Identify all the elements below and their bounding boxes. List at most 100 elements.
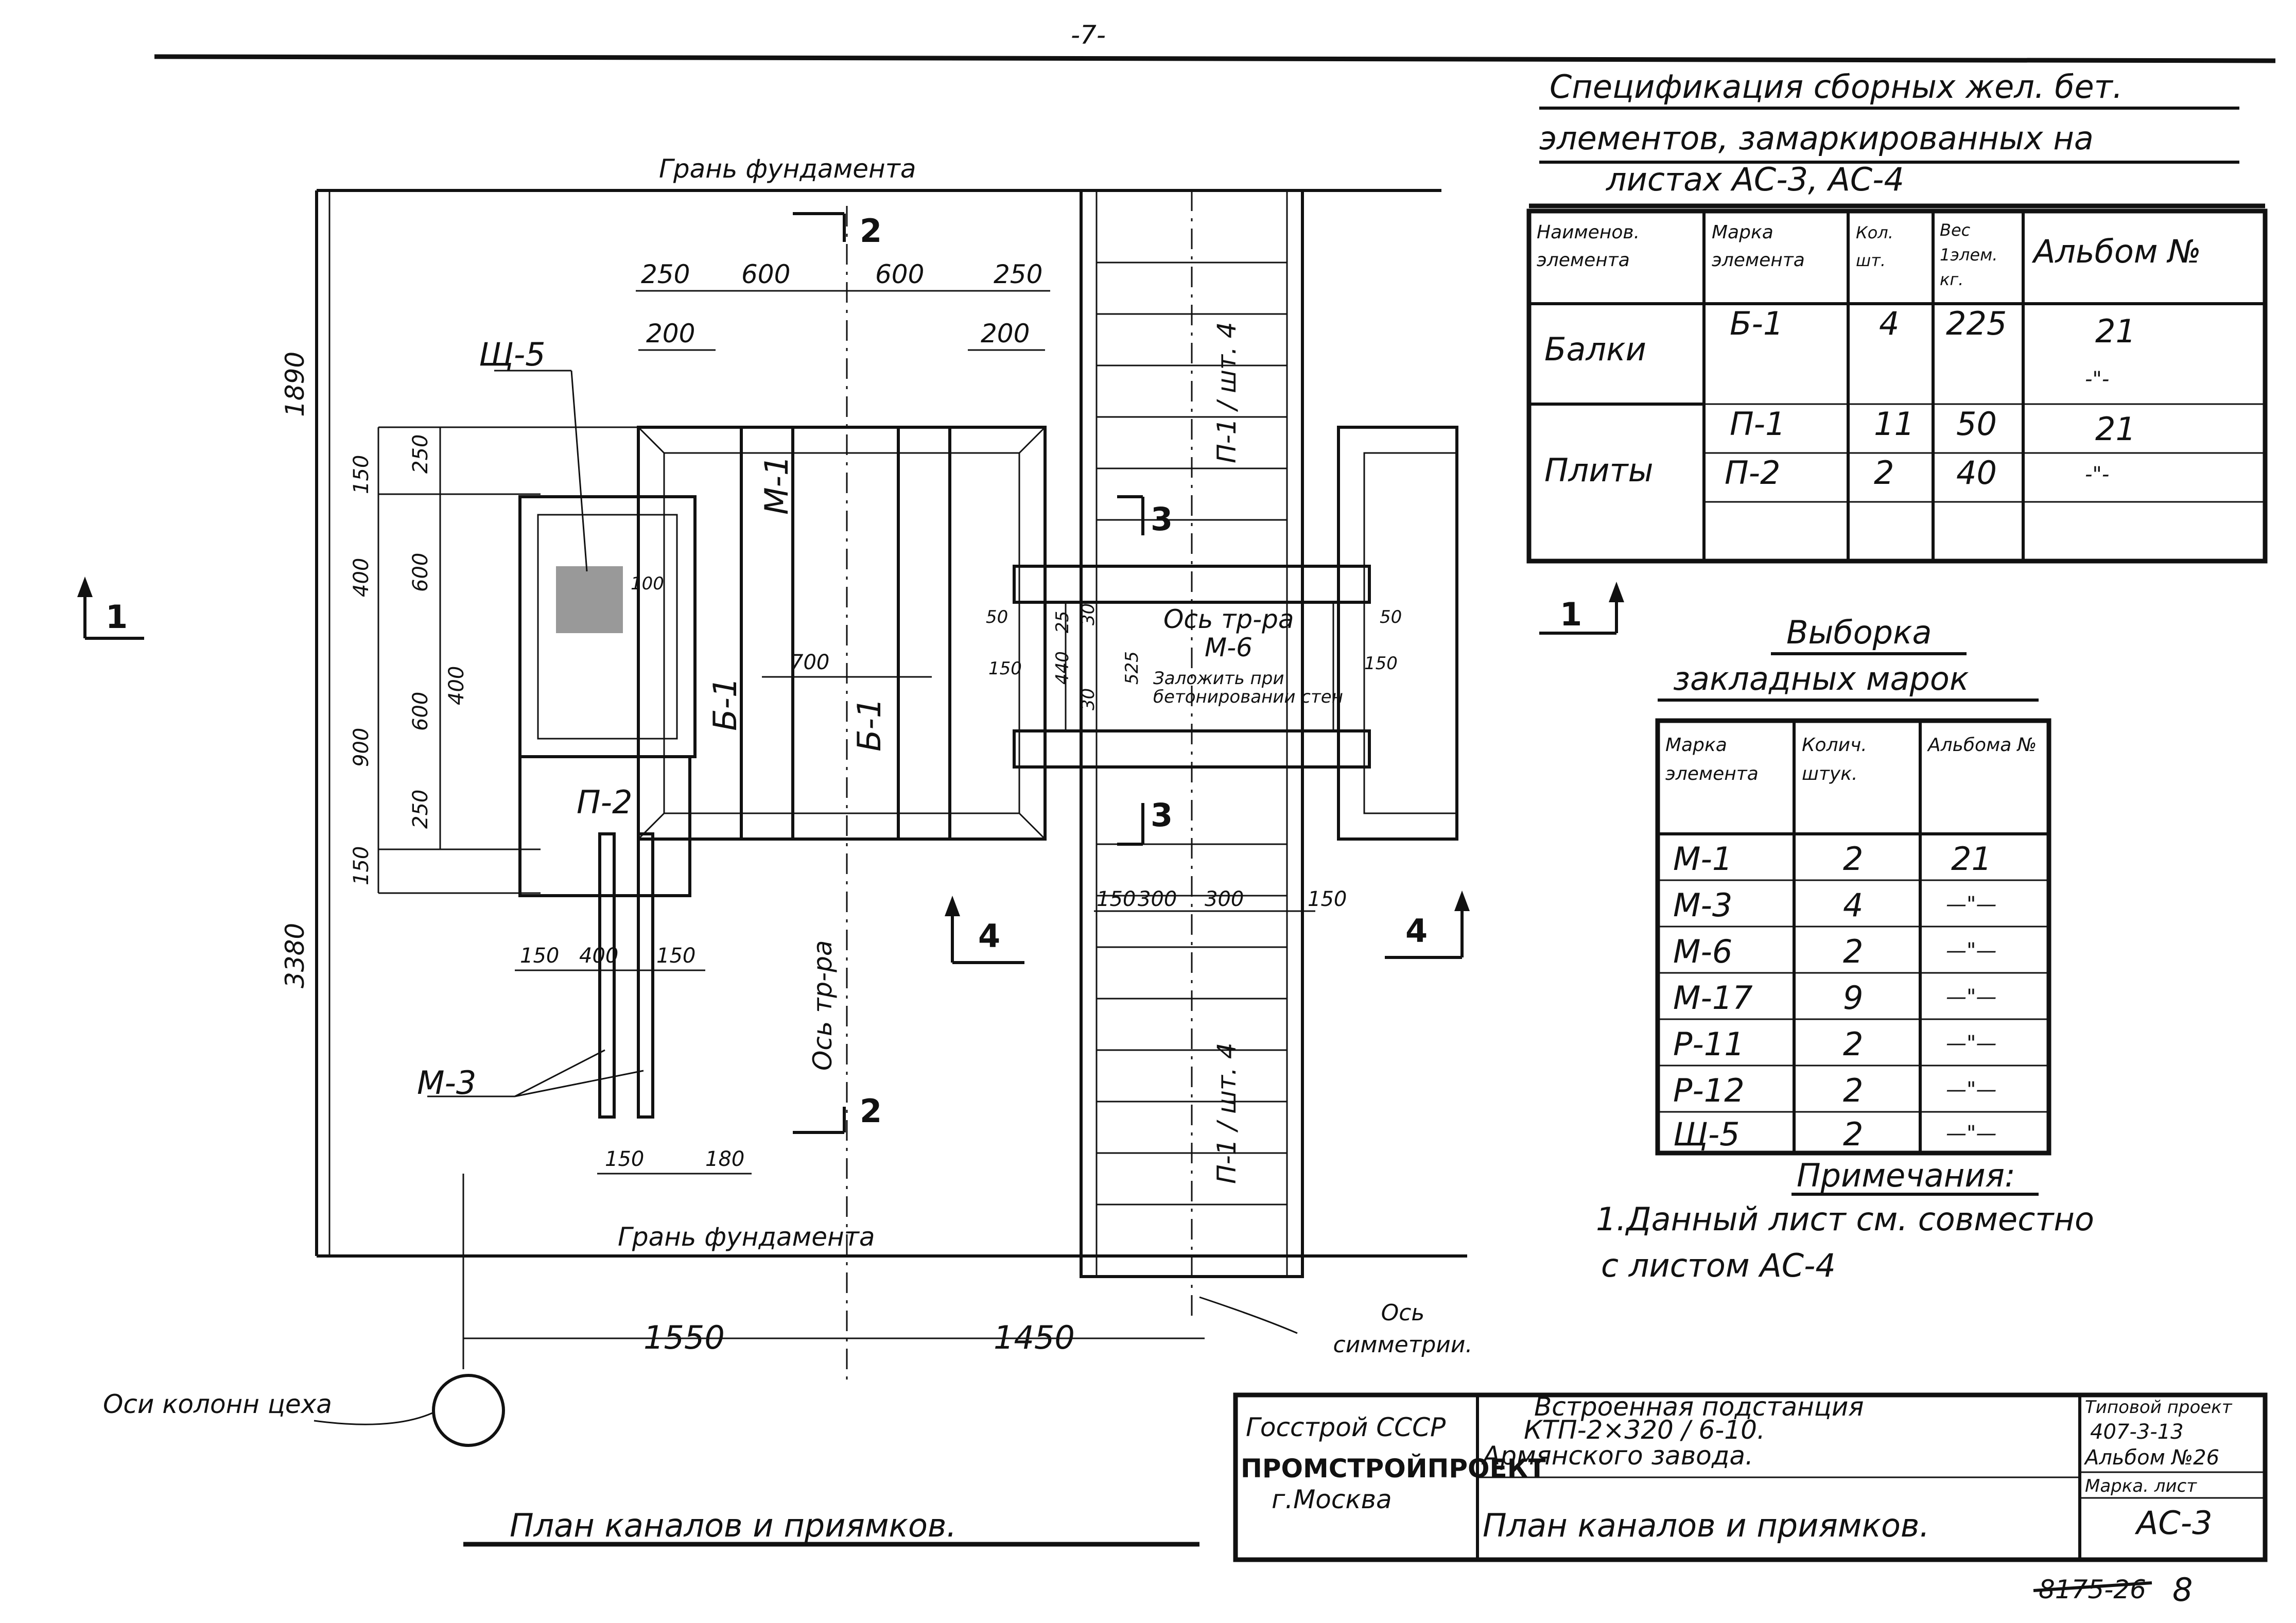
notes-title: Примечания: (1797, 1157, 2015, 1194)
m6-note-box: Заложить при бетонировании стен (1153, 669, 1343, 706)
pit-outline (637, 426, 1047, 841)
stamp-mark-label: Марка. лист (2085, 1476, 2197, 1496)
spec-header-mark: Марка элемента (1712, 222, 1805, 271)
dim-m6-4: 30 (1078, 688, 1099, 710)
stamp-type-project: Типовой проект (2085, 1397, 2233, 1418)
spec-table: Спецификация сборных жел. бет. элементов… (1526, 68, 2268, 564)
emb-head-mark: Марка элемента (1665, 735, 1759, 784)
dim-axes-0: 1550 (643, 1319, 725, 1356)
emb-row2-mark: М-6 (1673, 933, 1732, 970)
spec-row2-name: Плиты (1544, 451, 1654, 489)
stamp-project1: Встроенная подстанция (1534, 1392, 1864, 1422)
stamp-org2: ПРОМСТРОЙПРОЕКТ (1241, 1453, 1546, 1484)
emb-row1-qty: 4 (1843, 886, 1863, 924)
emb-head-album: Альбома № (1928, 735, 2037, 756)
dim-v-4: 250 (409, 434, 432, 474)
dim-v-6: 600 (409, 692, 432, 731)
spec-row3-qty: 2 (1874, 454, 1894, 492)
spec-row2-weight: 50 (1956, 405, 1997, 443)
pit-corner (1018, 426, 1046, 454)
label-p1-bottom: П-1 / шт. 4 (1212, 1042, 1242, 1184)
stamp-album: Альбом №26 (2083, 1446, 2219, 1470)
label-m6: М-6 (1205, 633, 1253, 662)
spec-row0-weight: 225 (1946, 305, 2007, 342)
axis-symmetry-box: Ось симметрии. (1333, 1300, 1473, 1358)
page-number: -7- (1071, 20, 1106, 50)
section-1-right: 1 (1560, 596, 1582, 633)
panel-hatch (556, 566, 623, 633)
dim-200-right: 200 (981, 319, 1030, 348)
pit-inner (663, 452, 1020, 814)
spec-row2-mark: П-1 (1730, 405, 1785, 443)
embedded-header-album: Альбома № (1928, 735, 2037, 756)
dim-100: 100 (631, 573, 664, 594)
emb-head-qty: Колич. штук. (1802, 735, 1867, 784)
emb-row4-album: —"— (1946, 1032, 1996, 1055)
section-arrow (1454, 891, 1470, 911)
spec-head-qty: Кол. шт. (1856, 223, 1893, 270)
foundation-edge-label-top: Грань фундамента (659, 154, 916, 184)
section-2-top: 2 (860, 212, 882, 250)
dim-top-1: 600 (741, 259, 790, 289)
spec-row0-mark: Б-1 (1730, 305, 1783, 342)
stamp-org1: Госстрой СССР (1246, 1412, 1446, 1442)
label-b1-a: Б-1 (706, 677, 744, 731)
label-p1-top: П-1 / шт. 4 (1212, 322, 1242, 463)
emb-row3-qty: 9 (1843, 979, 1863, 1017)
emb-row5-album: —"— (1946, 1078, 1996, 1102)
spec-row3-weight: 40 (1956, 454, 1997, 492)
section-3-bottom: 3 (1151, 796, 1173, 834)
emb-row0-qty: 2 (1843, 840, 1863, 878)
m6-axis-label: Ось тр-ра (1163, 604, 1294, 634)
dim-150: 150 (605, 1147, 644, 1171)
dim-v-3: 150 (350, 846, 373, 885)
spec-head-weight: Вес 1элем. кг. (1940, 220, 1998, 289)
title-block (1233, 1392, 2268, 1562)
spec-title-3: листах АС-3, АС-4 (1606, 161, 1904, 198)
pit-corner (637, 426, 665, 454)
embedded-rows: М-1 2 21 М-3 4 —"— М-6 2 —"— М-17 9 —"— … (1673, 840, 1996, 1153)
dim-bottom-2: 150 (656, 944, 695, 968)
section-4-left: 4 (978, 917, 1000, 955)
spec-row0-name: Балки (1544, 330, 1646, 368)
stamp-project3: Армянского завода. (1481, 1441, 1753, 1471)
column-axis-circle (432, 1374, 505, 1447)
emb-row6-qty: 2 (1843, 1115, 1863, 1153)
emb-row2-qty: 2 (1843, 933, 1863, 970)
section-4-right: 4 (1405, 912, 1428, 950)
spec-header-qty: Кол. шт. (1856, 223, 1893, 270)
embed-m3-b (637, 832, 654, 1119)
archive-strike (2033, 1581, 2152, 1592)
notes-line2: с листом АС-4 (1601, 1247, 1836, 1284)
spec-title-2: элементов, замаркированных на (1539, 119, 2094, 157)
label-p2: П-2 (577, 783, 632, 821)
dim-m6-7: 50 (1380, 607, 1402, 627)
spec-row3-mark: П-2 (1725, 454, 1780, 492)
emb-row5-qty: 2 (1843, 1072, 1863, 1109)
embedded-header-mark: Марка элемента (1665, 735, 1759, 784)
foundation-edge-label-bottom: Грань фундамента (618, 1222, 875, 1252)
dim-m6-8: 150 (1364, 653, 1398, 674)
stamp-project2: КТП-2×320 / 6-10. (1524, 1415, 1765, 1445)
emb-row0-mark: М-1 (1673, 840, 1732, 878)
beam-b1-left (740, 426, 794, 841)
dim-channel-2: 300 (1205, 887, 1244, 911)
axis-symmetry-label: Ось симметрии. (1333, 1300, 1473, 1358)
emb-row0-album: 21 (1951, 840, 1992, 878)
embedded-subtitle: закладных марок (1673, 660, 1969, 697)
stamp-sheet-name: План каналов и приямков. (1483, 1507, 1929, 1544)
dim-top-0: 250 (641, 259, 690, 289)
column-axes-label: Оси колонн цеха (103, 1389, 332, 1419)
section-1-left: 1 (106, 598, 128, 636)
spec-row0-album: 21 (2095, 312, 2136, 350)
emb-row2-album: —"— (1946, 939, 1996, 963)
stamp-mark-value: АС-3 (2134, 1504, 2213, 1542)
beam-b1-right (897, 426, 951, 841)
label-m3: М-3 (417, 1064, 476, 1102)
embed-m3-a (598, 832, 616, 1119)
emb-row4-mark: Р-11 (1673, 1025, 1745, 1063)
spec-header-weight: Вес 1элем. кг. (1940, 220, 1998, 289)
dim-bottom-0: 150 (520, 944, 559, 968)
dim-m6-2: 25 (1052, 611, 1073, 633)
